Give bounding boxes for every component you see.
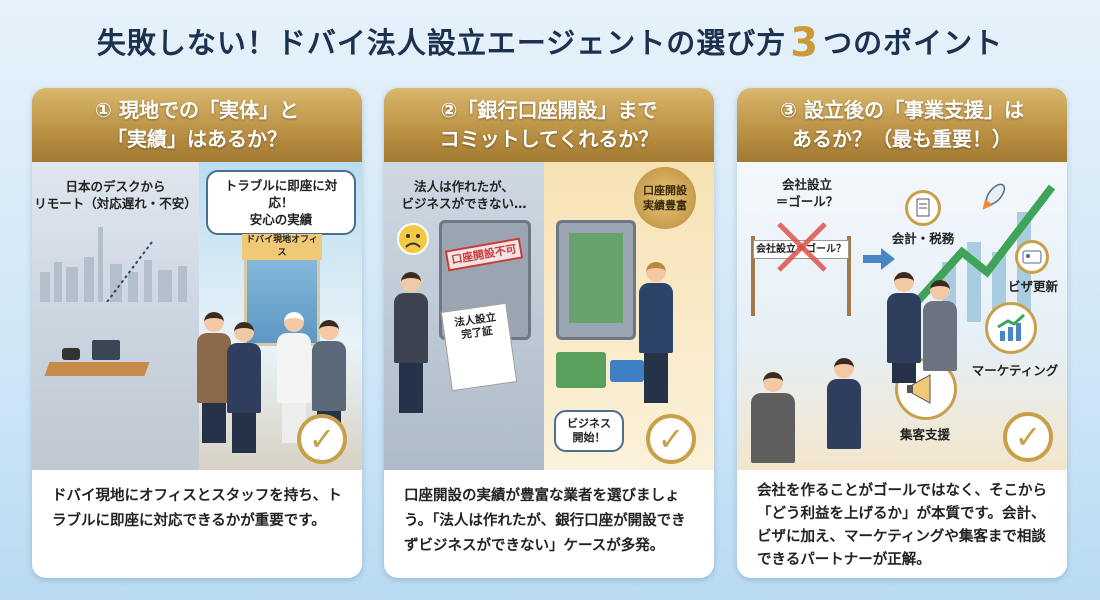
bubble-line: 安心の実績 [249,212,313,227]
checkmark-icon: ✓ [1003,412,1053,462]
card-heading: ① 現地での「実体」と「実績」はあるか？ [32,88,362,162]
laptop-icon [92,340,120,360]
title-number: 3 [790,20,820,66]
speech-bubble: トラブルに即座に対応！ 安心の実績 [206,170,356,235]
document-title: 法人設立完了証 [443,310,510,345]
title-suffix: つのポイント [823,26,1004,60]
open-safe-icon [556,220,636,340]
person-icon [227,322,261,453]
caption-line: 日本のデスクから [65,179,166,194]
heading-line: コミットしてくれるか？ [439,127,659,151]
cross-mark-icon [777,222,827,272]
rocket-icon [982,183,1006,210]
speech-bubble: ビジネス開始！ [554,410,624,452]
person-icon [827,358,861,449]
service-label-customer-acquisition: 集客支援 [899,427,950,442]
person-icon [394,272,428,413]
heading-line: ③ 設立後の「事業支援」は [780,98,1024,122]
credit-card-icon [610,360,644,382]
phone-icon [62,348,80,360]
heading-line: 「実績」はあるか？ [107,127,287,151]
heading-line: あるか？（最も重要！） [792,127,1012,151]
goal-post [751,236,755,316]
title-text: 失敗しない！ドバイ法人設立エージェントの選び方 [96,26,787,60]
medal-badge: 口座開設実績豊富 [634,167,696,229]
caption-line: ＝ゴール？ [775,194,839,209]
failure-caption: 法人は作れたが、ビジネスができない… [384,178,544,212]
goal-post [847,236,851,316]
remote-panel [32,162,199,470]
person-icon [751,372,795,463]
heading-line: ②「銀行口座開設」まで [440,98,658,122]
heading-line: ① 現地での「実体」と [95,98,299,122]
desk-icon [44,362,150,376]
city-skyline-icon [40,227,187,302]
person-icon [887,272,921,383]
caption-line: 会社設立 [781,177,832,192]
service-label-marketing: マーケティング [971,363,1059,378]
chart-growth-icon [985,302,1037,354]
caption-line: 法人は作れたが、 [414,179,514,194]
certificate-document: 法人設立完了証 [440,302,518,392]
card-heading: ②「銀行口座開設」までコミットしてくれるか？ [384,88,714,162]
checkmark-icon: ✓ [646,414,696,464]
service-label-accounting: 会計・税務 [891,231,955,246]
remote-caption: 日本のデスクからリモート（対応遅れ・不安） [32,178,199,212]
card-description: 会社を作ることがゴールではなく、そこから「どう利益を上げるか」が本質です。会計、… [757,483,1047,568]
card-description: 口座開設の実績が豊富な業者を選びましょう。「法人は作れたが、銀行口座が開設できず… [404,488,686,554]
goal-caption: 会社設立 ＝ゴール？ [757,176,857,210]
caption-line: リモート（対応遅れ・不安） [34,196,197,211]
illustration-business-support: 会社設立 ＝ゴール？ 会社設立 ＝ゴール？ 会計・税務 ビザ更新 マーケティング 集… [737,162,1067,470]
office-sign: ドバイ現地オフィス [242,234,322,260]
illustration-bank-account: 法人は作れたが、ビジネスができない… 口座開設不可 法人設立完了証 口座開設実績… [384,162,714,470]
card-heading: ③ 設立後の「事業支援」はあるか？（最も重要！） [737,88,1067,162]
medal-line: 実績豊富 [643,199,687,212]
point-card-1: ① 現地での「実体」と「実績」はあるか？ 日本のデスクからリモート（対応遅れ・不… [32,88,362,578]
service-label-visa: ビザ更新 [1007,279,1058,294]
point-card-3: ③ 設立後の「事業支援」はあるか？（最も重要！） 会社設立 ＝ゴール？ 会社設立 ＝… [737,88,1067,578]
arrow-right-icon [863,248,895,270]
bubble-line: ビジネス [567,417,611,430]
id-card-icon [1015,240,1049,274]
document-icon [905,190,941,226]
bubble-line: 開始！ [572,431,606,444]
person-icon [197,312,231,443]
medal-line: 口座開設 [643,184,687,197]
person-icon [923,280,957,371]
checkmark-icon: ✓ [297,414,347,464]
person-icon [639,262,673,403]
card-description: ドバイ現地にオフィスとスタッフを持ち、トラブルに即座に対応できるかが重要です。 [52,488,342,529]
illustration-local-office: 日本のデスクからリモート（対応遅れ・不安） トラブルに即座に対応！ 安心の実績 ド… [32,162,362,470]
sad-face-icon [397,223,429,255]
bubble-line: トラブルに即座に対応！ [224,178,338,210]
caption-line: ビジネスができない… [401,196,527,211]
point-card-2: ②「銀行口座開設」までコミットしてくれるか？ 法人は作れたが、ビジネスができない… [384,88,714,578]
cash-stack-icon [556,352,606,388]
